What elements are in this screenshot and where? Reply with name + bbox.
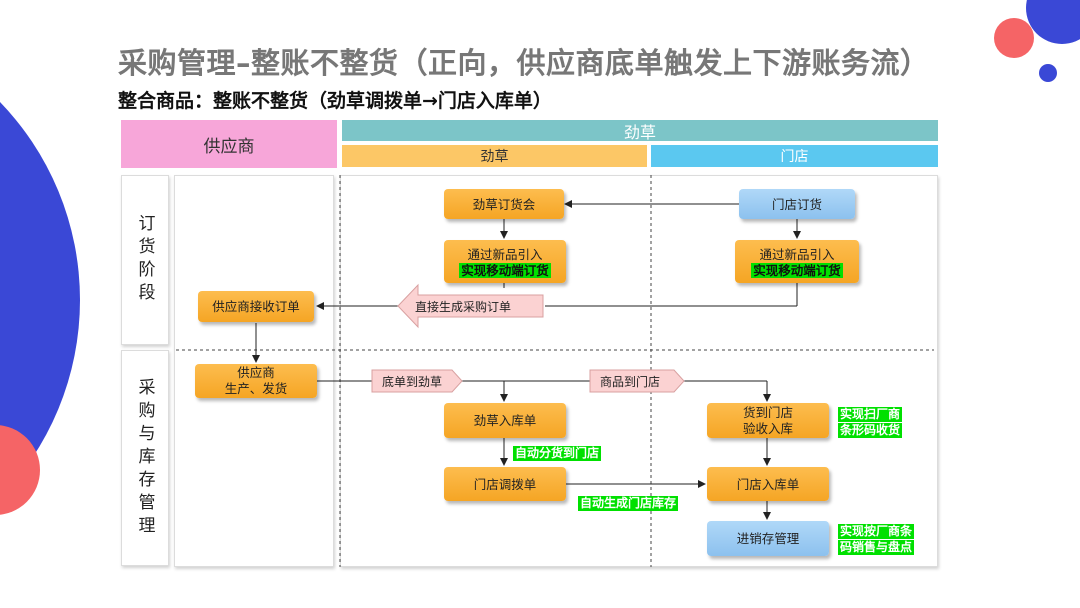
- note-scan-line2: 条形码收货: [838, 423, 903, 438]
- node-jincao-new-item-line1: 通过新品引入: [467, 246, 543, 262]
- decor-blue-circle-top-right: [1026, 0, 1080, 44]
- note-scan-line1: 实现扫厂商: [838, 407, 903, 422]
- decor-coral-circle-left: [0, 425, 40, 515]
- node-supplier-produce-line1: 供应商: [237, 365, 275, 380]
- decor-blue-arc: [0, 102, 80, 498]
- node-supplier-produce: 供应商 生产、发货: [195, 364, 317, 398]
- node-supplier-produce-line2: 生产、发货: [224, 381, 288, 396]
- lane-header-jincao: 劲草: [342, 145, 647, 167]
- node-store-new-item-line2: 实现移动端订货: [751, 262, 843, 278]
- note-auto-store-stock: 自动生成门店库存: [578, 496, 679, 511]
- page-subtitle: 整合商品：整账不整货（劲草调拨单→门店入库单）: [118, 90, 552, 112]
- node-store-order: 门店订货: [739, 189, 855, 219]
- node-store-new-item: 通过新品引入 实现移动端订货: [735, 240, 859, 283]
- node-supplier-receive-order-label: 供应商接收订单: [212, 299, 300, 314]
- node-store-transfer: 门店调拨单: [444, 467, 566, 501]
- goods-to-store-label: 商品到门店: [600, 374, 661, 389]
- node-store-new-item-line1: 通过新品引入: [759, 246, 835, 262]
- direct-po-arrow-shape: [397, 283, 544, 329]
- phase-panel-procurement: [121, 350, 169, 566]
- page-title: 采购管理–整账不整货（正向，供应商底单触发上下游账务流）: [118, 46, 930, 80]
- node-jincao-order-meeting: 劲草订货会: [444, 189, 564, 219]
- node-inventory-mgmt: 进销存管理: [707, 521, 829, 556]
- node-supplier-receive-order: 供应商接收订单: [198, 291, 314, 322]
- node-store-arrival-line1: 货到门店: [742, 404, 793, 420]
- goods-to-store-tag-shape: [589, 369, 685, 393]
- lane-header-supplier: 供应商: [121, 120, 337, 168]
- receipt-to-jincao-tag-shape: [371, 369, 463, 393]
- phase-label-ordering: 订货阶段: [134, 214, 155, 306]
- node-jincao-order-meeting-label: 劲草订货会: [472, 196, 536, 212]
- node-store-inbound: 门店入库单: [707, 467, 829, 501]
- note-sales-line1: 实现按厂商条: [838, 524, 915, 539]
- node-store-arrival: 货到门店 验收入库: [707, 403, 829, 438]
- lane-header-jincao-group: 劲草: [342, 120, 938, 142]
- node-jincao-inbound-label: 劲草入库单: [473, 413, 537, 428]
- decor-blue-dot: [1039, 64, 1057, 82]
- direct-po-label: 直接生成采购订单: [415, 299, 512, 314]
- node-store-transfer-label: 门店调拨单: [473, 476, 537, 492]
- decor-coral-circle-top-right: [994, 18, 1034, 58]
- phase-panel-ordering: [121, 175, 169, 345]
- lane-header-store: 门店: [651, 145, 938, 167]
- phase-label-procurement: 采购与库存管理: [134, 377, 155, 539]
- receipt-to-jincao-label: 底单到劲草: [382, 374, 443, 389]
- node-jincao-new-item: 通过新品引入 实现移动端订货: [444, 240, 566, 283]
- node-inventory-mgmt-label: 进销存管理: [736, 531, 800, 546]
- node-jincao-new-item-line2: 实现移动端订货: [459, 262, 551, 278]
- note-auto-distribute: 自动分货到门店: [513, 446, 602, 461]
- node-store-arrival-line2: 验收入库: [742, 420, 793, 436]
- note-sales-line2: 码销售与盘点: [838, 540, 915, 555]
- node-store-order-label: 门店订货: [771, 196, 822, 212]
- node-jincao-inbound: 劲草入库单: [444, 403, 566, 438]
- node-store-inbound-label: 门店入库单: [736, 476, 800, 492]
